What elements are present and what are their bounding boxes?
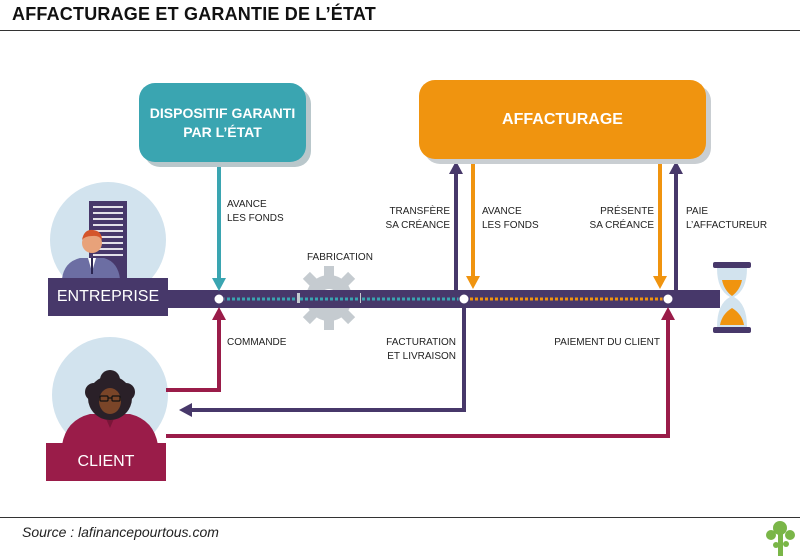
- footer-divider: [0, 517, 800, 518]
- arrow-order-head: [212, 307, 226, 320]
- label-order: COMMANDE: [227, 337, 287, 348]
- arrow-pay-factor-head: [669, 161, 683, 174]
- arrow-order: [166, 318, 221, 392]
- page-title: AFFACTURAGE ET GARANTIE DE L’ÉTAT: [12, 4, 376, 24]
- arrow-state-advance-head: [212, 278, 226, 291]
- label-client-payment: PAIEMENT DU CLIENT: [554, 337, 660, 348]
- title-divider: [0, 30, 800, 31]
- label-transfer-receivable: TRANSFÈRE SA CRÉANCE: [385, 206, 450, 231]
- tree-logo-icon: [766, 521, 795, 556]
- factoring-box: AFFACTURAGE: [419, 80, 706, 159]
- arrow-client-payment-head: [661, 307, 675, 320]
- label-advance-funds-factor: AVANCE LES FONDS: [482, 206, 539, 231]
- arrow-invoicing-delivery-head: [179, 403, 192, 417]
- company-label: ENTREPRISE: [48, 278, 168, 316]
- woman-icon: [52, 337, 168, 453]
- label-advance-funds-state: AVANCE LES FONDS: [227, 199, 284, 224]
- arrow-client-payment: [166, 318, 670, 438]
- arrow-invoicing-delivery: [190, 305, 466, 412]
- timeline-node-order: [213, 293, 225, 305]
- label-pay-factor: PAIE L’AFFACTUREUR: [686, 206, 768, 231]
- label-manufacturing: FABRICATION: [307, 252, 373, 263]
- timeline-node-payment: [662, 293, 674, 305]
- timeline-node-invoice: [458, 293, 470, 305]
- source-credit: Source : lafinancepourtous.com: [22, 524, 219, 540]
- arrow-transfer-receivable-head: [449, 161, 463, 174]
- arrow-factor-advance-head: [466, 276, 480, 289]
- client-label: CLIENT: [46, 443, 166, 481]
- label-invoicing-delivery: FACTURATION ET LIVRAISON: [386, 337, 456, 362]
- label-present-receivable: PRÉSENTE SA CRÉANCE: [589, 206, 654, 231]
- state-guarantee-box: DISPOSITIF GARANTI PAR L’ÉTAT: [139, 83, 306, 162]
- businessman-icon: [50, 182, 166, 298]
- arrow-present-receivable-head: [653, 276, 667, 289]
- hourglass-icon: [713, 262, 751, 333]
